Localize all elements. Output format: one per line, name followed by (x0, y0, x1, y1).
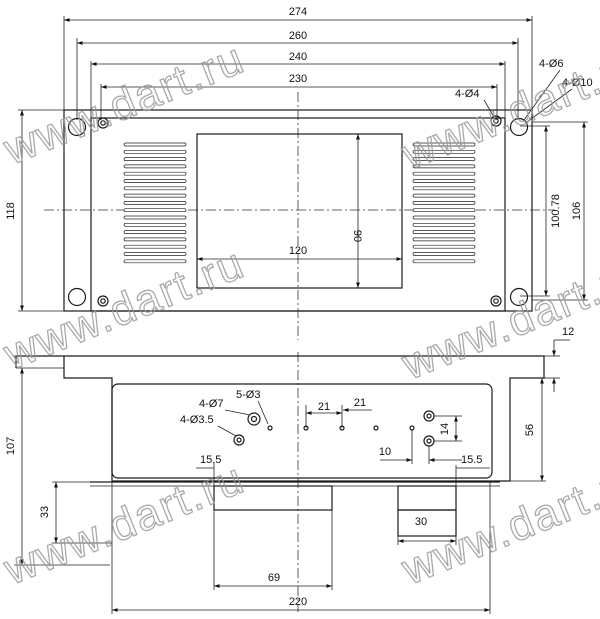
dim-220: 220 (289, 596, 307, 608)
watermark-4: www.dart.ru (394, 249, 600, 390)
callout-4-d4: 4-Ø4 (455, 88, 479, 100)
vent-slot (123, 149, 187, 154)
callout-5-d3: 5-Ø3 (236, 389, 260, 401)
vent-slot (123, 230, 187, 234)
mounting-holes-small (97, 115, 502, 307)
vent-slot (412, 244, 476, 249)
dim-260: 260 (289, 30, 307, 42)
vent-slot (123, 193, 187, 198)
vent-slot (412, 179, 476, 183)
terminal-block-left (213, 485, 333, 511)
vent-slot (123, 208, 187, 213)
vent-slots-left (123, 142, 187, 264)
vent-slot (412, 142, 476, 147)
dim-69: 69 (268, 572, 280, 584)
side-view: 4-Ø7 4-Ø3.5 5-Ø3 21 21 10 14 15.5 15.5 (5, 326, 574, 614)
top-extension-lines (18, 16, 588, 312)
terminal-block-right-lower (397, 509, 457, 537)
hole-top-left (97, 117, 109, 129)
vent-slot (412, 157, 476, 161)
terminal-block-right (397, 485, 457, 511)
dim-56: 56 (524, 424, 536, 436)
callout-4-d7: 4-Ø7 (199, 398, 223, 410)
dim-100-78: 100.78 (550, 194, 562, 228)
vent-slot (123, 201, 187, 205)
hole-large-bottom-left (67, 287, 87, 307)
vent-slot (412, 201, 476, 205)
dim-230: 230 (289, 73, 307, 85)
vent-slot (412, 237, 476, 242)
top-view: 274 260 240 230 118 106 100.78 120 90 4-… (5, 6, 593, 340)
vent-slot (412, 193, 476, 198)
hole-large-top-right (509, 117, 529, 137)
mounting-holes-large (67, 117, 529, 307)
dim-118: 118 (5, 202, 17, 220)
vent-slot (123, 171, 187, 176)
vent-slot (123, 222, 187, 227)
vent-slot (412, 186, 476, 191)
dim-15-5-left: 15.5 (200, 454, 221, 466)
dim-240: 240 (289, 51, 307, 63)
dim-90: 90 (351, 230, 363, 242)
vent-slot (123, 244, 187, 249)
vent-slot (412, 252, 476, 256)
vent-slots-right (412, 142, 476, 264)
vent-slot (123, 259, 187, 264)
display-window (196, 133, 403, 289)
callout-4-d3-5: 4-Ø3.5 (180, 414, 214, 426)
dim-33: 33 (39, 506, 51, 518)
vent-slot (123, 179, 187, 183)
vent-slot (412, 230, 476, 234)
vent-slot (412, 149, 476, 154)
dim-30: 30 (415, 516, 427, 528)
vent-slot (123, 215, 187, 220)
callout-4-d10: 4-Ø10 (562, 77, 593, 89)
dim-120: 120 (289, 245, 307, 257)
vent-slot (412, 215, 476, 220)
vent-slot (123, 252, 187, 256)
dim-21-b: 21 (354, 397, 366, 409)
vent-slot (412, 259, 476, 264)
connector-holes (233, 410, 435, 447)
vent-slot (123, 164, 187, 169)
dim-14: 14 (439, 423, 451, 435)
vent-slot (123, 157, 187, 161)
hole-large-top-left (67, 117, 87, 137)
dim-15-5-right: 15.5 (461, 454, 482, 466)
dim-106: 106 (571, 202, 583, 220)
side-inner-panel (111, 383, 493, 479)
vent-slot (123, 142, 187, 147)
dim-274: 274 (289, 6, 307, 18)
dim-12: 12 (562, 326, 574, 338)
vent-slot (412, 208, 476, 213)
hole-top-right (490, 115, 502, 127)
vent-slot (412, 171, 476, 176)
dim-10: 10 (379, 446, 391, 458)
hole-bottom-left (97, 295, 109, 307)
callout-4-d6: 4-Ø6 (539, 58, 563, 70)
hole-bottom-right (490, 295, 502, 307)
vent-slot (412, 164, 476, 169)
hole-large-bottom-right (509, 287, 529, 307)
vent-slot (123, 186, 187, 191)
vent-slot (412, 222, 476, 227)
dim-107: 107 (5, 437, 17, 455)
watermark-2: www.dart.ru (394, 39, 600, 180)
vent-slot (123, 237, 187, 242)
dim-21-a: 21 (318, 401, 330, 413)
